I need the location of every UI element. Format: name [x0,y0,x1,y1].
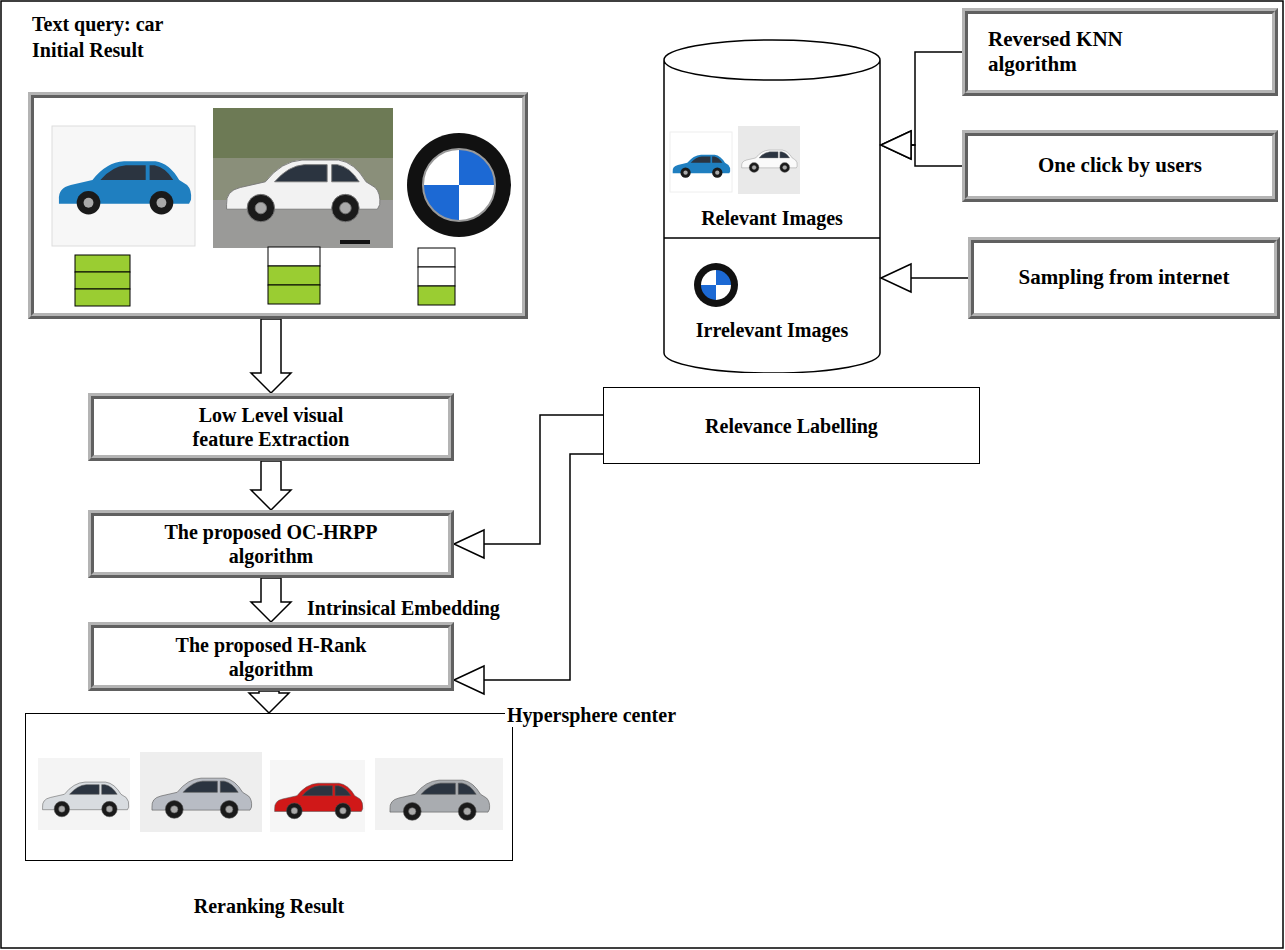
node-text: Initial Result [32,38,144,62]
node-text: Reranking Result [26,894,512,918]
process-box: The proposed H-Rank algorithm [88,622,454,691]
cylinder-path [664,40,880,373]
connector-line [911,145,962,166]
edge-label: Intrinsical Embedding [305,596,502,620]
connector [251,578,291,622]
process-box: Sampling from internet [968,237,1280,319]
process-box: Low Level visual feature Extraction [88,393,454,461]
block-arrow [251,461,291,510]
query-label: Text query: car [30,12,165,36]
arrow-head [881,264,911,292]
process-box: Reversed KNN algorithm [962,8,1278,96]
block-arrow [249,691,289,713]
node-text: Low Level visual feature Extraction [166,403,376,451]
reranked-images [38,752,503,832]
connector-line [484,415,603,544]
connector [881,131,962,166]
node-text: Relevance Labelling [705,414,878,438]
connector [454,415,603,558]
node-text: Sampling from internet [1019,265,1230,290]
node-text: One click by users [1038,153,1202,178]
initial-images [52,108,513,248]
process-box: The proposed OC-HRPP algorithm [88,510,454,578]
arrow-head [881,131,911,159]
edge-label: Hypersphere center [505,703,678,727]
result-panel: Reranking Result [25,713,513,861]
process-box: One click by users [962,130,1278,202]
node-text: Irrelevant Images [663,318,881,342]
connector-line [911,277,968,279]
node-text: The proposed H-Rank algorithm [156,633,386,681]
result-panel: Initial Result [28,92,528,319]
connector [881,264,968,292]
connector-line [484,454,603,680]
connector [251,319,291,393]
arrow-head [881,131,911,159]
block-arrow [251,319,291,393]
database-cylinder: Relevant ImagesIrrelevant Images [663,38,881,373]
connector-line [911,52,962,145]
arrow-head [454,530,484,558]
node-text: Reversed KNN algorithm [988,27,1188,77]
connector [454,454,603,694]
connector [249,691,289,713]
process-box: Relevance Labelling [603,387,980,464]
arrow-head [454,666,484,694]
node-text: The proposed OC-HRPP algorithm [156,520,386,568]
connector [881,52,962,159]
block-arrow [251,578,291,622]
node-text: Relevant Images [663,206,881,230]
score-bars [75,247,455,306]
connector [251,461,291,510]
